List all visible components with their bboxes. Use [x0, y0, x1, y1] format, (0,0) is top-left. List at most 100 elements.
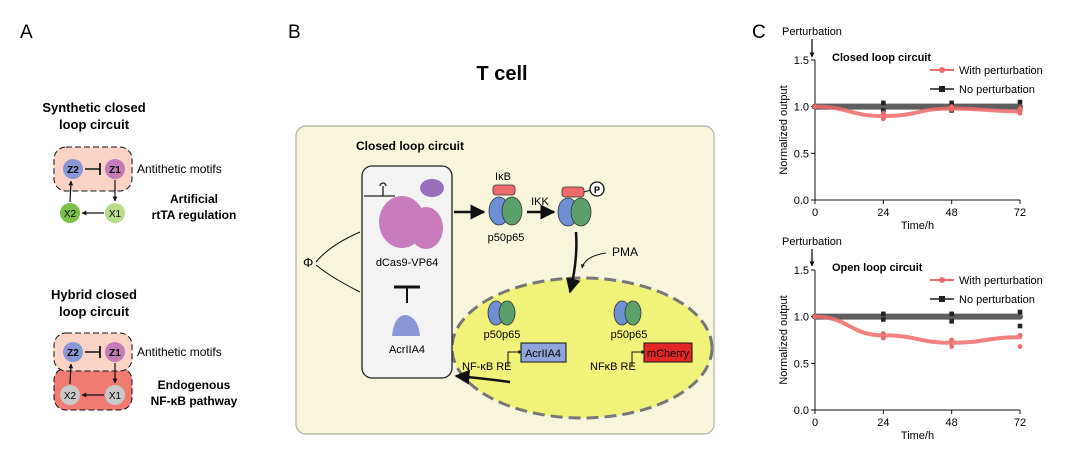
y-tick-label: 1.5 [794, 265, 809, 277]
x-tick-label: 48 [946, 207, 958, 219]
x2-label: X2 [64, 209, 77, 220]
legend-label-with: With perturbation [959, 275, 1043, 287]
phosphate-icon [589, 181, 605, 197]
acr-protein [392, 315, 420, 336]
panel-label-b: B [288, 22, 301, 43]
data-point-with-perturbation [812, 314, 818, 320]
dcas9-label: dCas9-VP64 [376, 257, 438, 269]
y-tick-label: 0.5 [794, 148, 809, 160]
data-point-no-perturbation [1017, 309, 1023, 315]
z1-node-hybrid [105, 342, 125, 362]
data-point-with-perturbation [812, 104, 818, 110]
panel-label-a: A [20, 22, 33, 43]
x1-node [105, 203, 125, 223]
data-point-with-perturbation [1017, 110, 1023, 116]
data-point-no-perturbation [881, 108, 886, 113]
degradation-down [315, 264, 361, 293]
p65-right [624, 300, 642, 326]
data-point-with-perturbation [880, 335, 886, 341]
p50p65-top-label: p50p65 [488, 232, 525, 244]
legend-label-no: No perturbation [959, 294, 1035, 306]
pathway-line1: Endogenous [158, 378, 231, 392]
y-axis-label: Normalized output [778, 85, 790, 174]
circuit-label: Closed loop circuit [356, 139, 464, 153]
regulation-line2: rtTA regulation [152, 208, 237, 222]
mcherry-gene-label: mCherry [647, 348, 690, 360]
synthetic-title-line1: Synthetic closed [42, 100, 145, 115]
legend-marker-with [939, 67, 945, 73]
z1-label-hybrid: Z1 [109, 348, 121, 359]
acr-gene-box [520, 342, 567, 363]
phi-symbol: Φ [303, 255, 313, 270]
z1-label: Z1 [109, 165, 121, 176]
data-point-no-perturbation [1017, 99, 1023, 105]
hybrid-title-line1: Hybrid closed [51, 287, 137, 302]
legend-marker-no [939, 86, 945, 92]
x-tick-label: 0 [812, 207, 818, 219]
nucleus [450, 276, 714, 420]
x-axis-label: Time/h [901, 220, 934, 232]
degradation-up [315, 231, 361, 263]
data-point-no-perturbation [949, 311, 954, 317]
acr-label: AcrIIA4 [389, 344, 425, 356]
sgrna-icon [379, 182, 387, 196]
arrow-x2-z2 [68, 180, 74, 203]
pma-label: PMA [612, 245, 638, 259]
x-tick-label: 72 [1014, 207, 1026, 219]
y-tick-label: 1.5 [794, 55, 809, 67]
panel-label-c: C [752, 22, 766, 43]
data-point-no-perturbation [949, 100, 954, 106]
legend-marker-with [939, 277, 945, 283]
x1-label-hybrid: X1 [109, 391, 122, 402]
z2-label: Z2 [67, 165, 79, 176]
chart-title: Open loop circuit [832, 262, 923, 274]
y-tick-label: 0.0 [794, 405, 809, 417]
data-point-with-perturbation [880, 116, 886, 122]
panel-b: T cell Closed loop circuit dCas9-VP64 Ac… [295, 63, 715, 435]
data-point-with-perturbation [1017, 106, 1023, 111]
data-point-with-perturbation [949, 337, 955, 343]
legend-label-with: With perturbation [959, 65, 1043, 77]
perturbation-label-top: Perturbation [782, 26, 842, 38]
phosphate-label: P [594, 185, 600, 195]
ikb-phospho [561, 186, 585, 198]
x2-label-hybrid: X2 [64, 391, 77, 402]
re-right-label: NFκB RE [590, 361, 636, 373]
data-point-with-perturbation [880, 331, 886, 336]
arrow-x2-z2-hybrid [68, 363, 74, 385]
ikk-label: IKK [531, 196, 549, 208]
data-point-with-perturbation [880, 110, 886, 116]
chart-title: Closed loop circuit [832, 52, 931, 64]
data-point-with-perturbation [1017, 332, 1023, 338]
perturbation-label-bottom: Perturbation [782, 236, 842, 248]
promoter-right [631, 350, 646, 366]
vp64-domain [420, 179, 444, 197]
data-point-no-perturbation [881, 311, 886, 317]
data-point-no-perturbation [881, 317, 886, 322]
z2-node [63, 159, 83, 179]
feedback-arrow [454, 369, 511, 385]
re-left-label: NF-κB RE [462, 361, 512, 373]
data-point-no-perturbation [1017, 323, 1023, 329]
p65-phospho [570, 197, 592, 227]
series-line-with-perturbation [813, 314, 1022, 345]
hybrid-title-line2: loop circuit [59, 304, 130, 319]
mcherry-gene-box [643, 342, 693, 363]
y-tick-label: 0.0 [794, 195, 809, 207]
data-point-no-perturbation [949, 319, 954, 324]
data-point-with-perturbation [949, 104, 955, 110]
acr-gene-label: AcrIIA4 [525, 348, 561, 360]
ikb-label: IκB [495, 171, 511, 183]
x-tick-label: 24 [877, 207, 889, 219]
x2-node [60, 203, 80, 223]
x1-node-hybrid [105, 385, 125, 405]
z1-node [105, 159, 125, 179]
translocation-arrow [565, 231, 581, 294]
x2-node-hybrid [60, 385, 80, 405]
t-cell-title: T cell [476, 63, 527, 85]
ikb-protein [492, 184, 516, 196]
x-tick-label: 72 [1014, 417, 1026, 429]
